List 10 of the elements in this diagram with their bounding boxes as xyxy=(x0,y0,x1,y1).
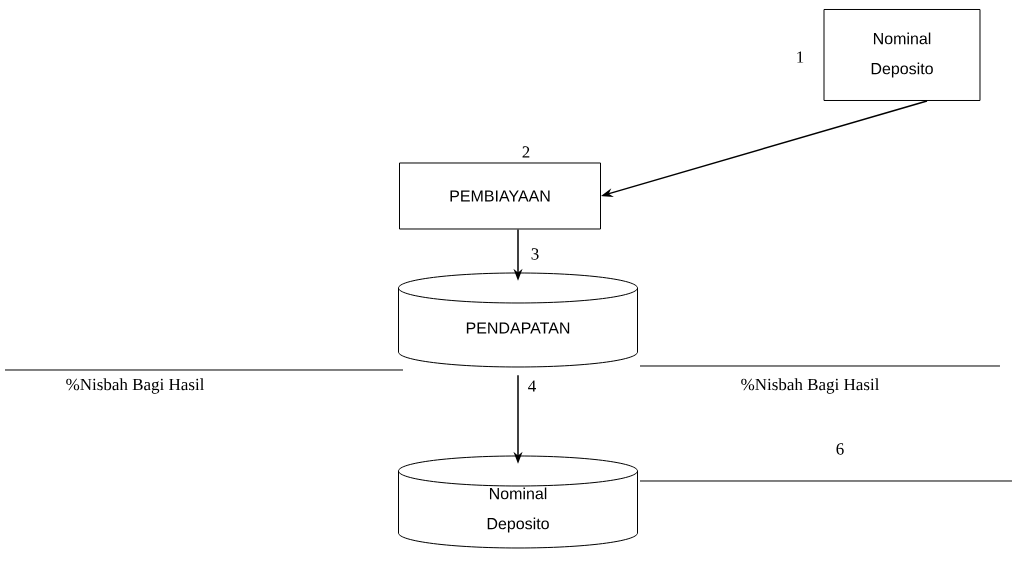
data-store-cylinder: PENDAPATAN xyxy=(398,272,638,368)
label-text: 3 xyxy=(531,248,539,260)
label-text: 4 xyxy=(528,380,536,392)
label-text: %Nisbah Bagi Hasil xyxy=(741,378,880,394)
process-box: Nominal Deposito xyxy=(823,9,981,101)
label-text: 1 xyxy=(797,51,804,63)
data-store-cylinder: Nominal Deposito xyxy=(398,455,638,549)
label-text: %Nisbah Bagi Hasil xyxy=(66,378,205,394)
process-box: PEMBIAYAAN xyxy=(399,162,601,230)
label-text: 6 xyxy=(836,443,844,455)
